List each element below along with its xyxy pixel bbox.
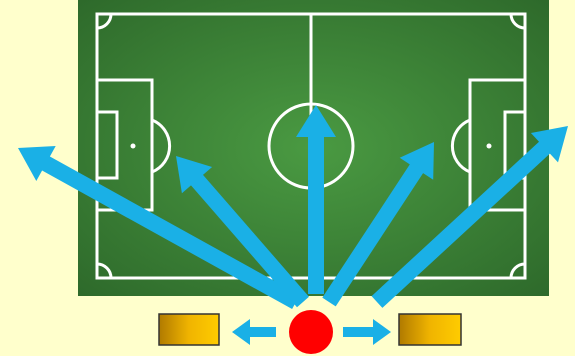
arrow-center [296, 105, 336, 294]
left-penalty-spot [130, 143, 136, 149]
left-penalty-arc [151, 118, 172, 174]
corner-arc-top-right [509, 13, 526, 30]
left-box [158, 313, 220, 346]
corner-arc-bottom-right [509, 262, 526, 279]
arrows-group [18, 105, 568, 345]
ball [289, 310, 333, 354]
corner-arc-bottom-left [96, 262, 113, 279]
arrow-small-left [232, 319, 276, 345]
corner-arc-top-left [96, 13, 113, 30]
left-goal-area [95, 110, 119, 180]
arrow-far-left [18, 146, 300, 309]
right-penalty-spot [486, 143, 492, 149]
arrow-left [176, 156, 309, 308]
right-box [398, 313, 462, 346]
right-penalty-arc [450, 118, 471, 174]
arrow-right [322, 142, 434, 307]
arrow-small-right [343, 319, 391, 345]
arrow-far-right [371, 126, 568, 308]
